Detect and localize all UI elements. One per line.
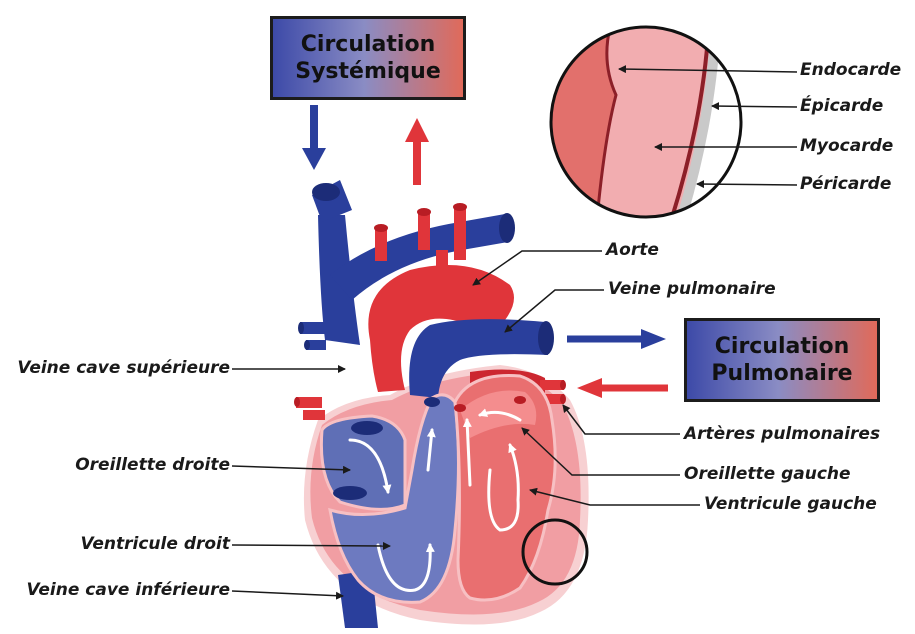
systemic-box-line2: Systémique [295,58,441,85]
label-oreillette-gauche: Oreillette gauche [684,464,851,484]
label-veine-cave-superieure: Veine cave supérieure [8,358,230,378]
heart [294,180,589,628]
pulmonary-box-line1: Circulation [715,333,849,360]
pulmonary-circulation-box: Circulation Pulmonaire [684,318,880,402]
label-veine-pulmonaire: Veine pulmonaire [608,279,776,299]
label-veine-cave-inferieure: Veine cave inférieure [8,580,230,600]
label-ventricule-gauche: Ventricule gauche [704,494,877,514]
label-arteres-pulmonaires: Artères pulmonaires [684,424,880,444]
label-oreillette-droite: Oreillette droite [8,455,230,475]
label-endocarde: Endocarde [800,60,901,80]
label-pericarde: Péricarde [800,174,891,194]
label-myocarde: Myocarde [800,136,893,156]
heart-wall-magnifier [540,20,760,230]
systemic-box-line1: Circulation [301,31,435,58]
pulmonary-box-line2: Pulmonaire [711,360,852,387]
label-epicarde: Épicarde [800,96,883,116]
systemic-circulation-box: Circulation Systémique [270,16,466,100]
label-ventricule-droit: Ventricule droit [8,534,230,554]
label-aorte: Aorte [606,240,659,260]
